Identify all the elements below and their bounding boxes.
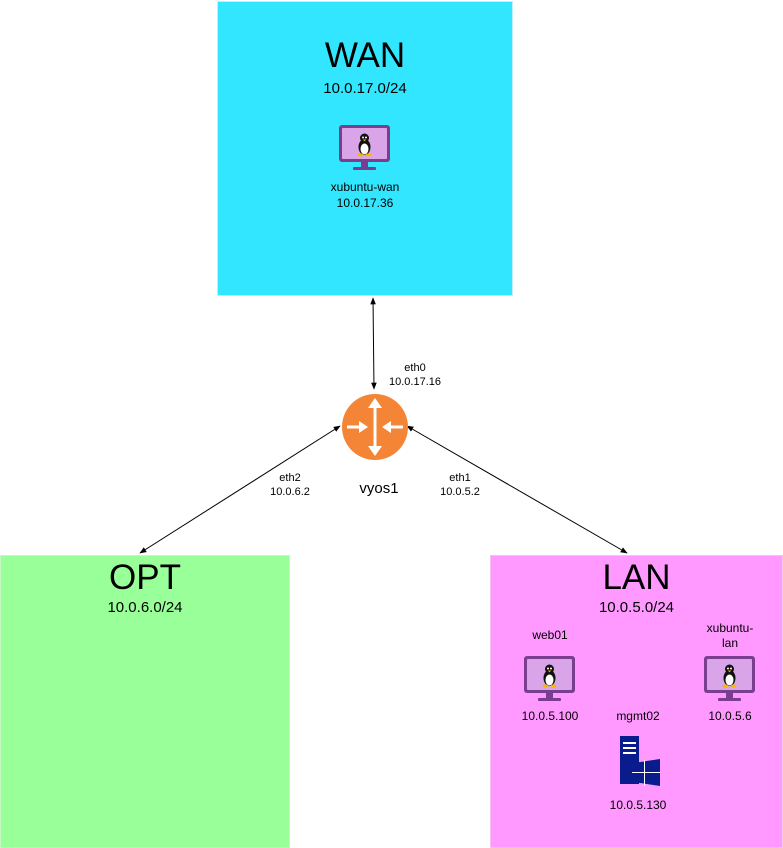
wan-zone-title: WAN bbox=[324, 36, 406, 75]
linux-vm-icon[interactable] bbox=[703, 655, 756, 703]
mgmt02-name: mgmt02 bbox=[616, 709, 660, 723]
eth0-ip: 10.0.17.16 bbox=[389, 376, 441, 388]
link-eth1-lan bbox=[406, 425, 628, 554]
link-eth0-wan bbox=[370, 297, 377, 390]
web01-name: web01 bbox=[532, 628, 568, 642]
router-name: vyos1 bbox=[359, 480, 399, 497]
opt-zone: OPT 10.0.6.0/24 bbox=[0, 555, 290, 848]
web01-ip: 10.0.5.100 bbox=[521, 709, 579, 723]
xubuntu-lan-name: xubuntu- lan bbox=[706, 621, 754, 650]
link-eth2-opt bbox=[139, 425, 341, 554]
linux-vm-icon[interactable] bbox=[338, 124, 391, 172]
eth0-name: eth0 bbox=[404, 362, 426, 374]
eth2-name: eth2 bbox=[279, 472, 301, 484]
windows-server-icon[interactable] bbox=[619, 736, 661, 788]
opt-zone-subnet: 10.0.6.0/24 bbox=[107, 599, 183, 616]
xubuntu-wan-ip: 10.0.17.36 bbox=[336, 196, 394, 210]
lan-zone-subnet: 10.0.5.0/24 bbox=[598, 599, 675, 616]
opt-zone-title: OPT bbox=[109, 558, 181, 597]
linux-vm-icon[interactable] bbox=[523, 655, 576, 703]
router-icon[interactable] bbox=[341, 393, 409, 461]
eth1-name: eth1 bbox=[449, 472, 471, 484]
wan-zone-subnet: 10.0.17.0/24 bbox=[323, 80, 407, 97]
lan-zone: LAN 10.0.5.0/24 bbox=[490, 555, 783, 848]
eth1-ip: 10.0.5.2 bbox=[440, 486, 480, 498]
lan-zone-title: LAN bbox=[602, 558, 671, 597]
mgmt02-ip: 10.0.5.130 bbox=[609, 798, 667, 812]
xubuntu-lan-ip: 10.0.5.6 bbox=[708, 709, 752, 723]
xubuntu-wan-name: xubuntu-wan bbox=[330, 180, 400, 194]
eth2-ip: 10.0.6.2 bbox=[270, 486, 310, 498]
